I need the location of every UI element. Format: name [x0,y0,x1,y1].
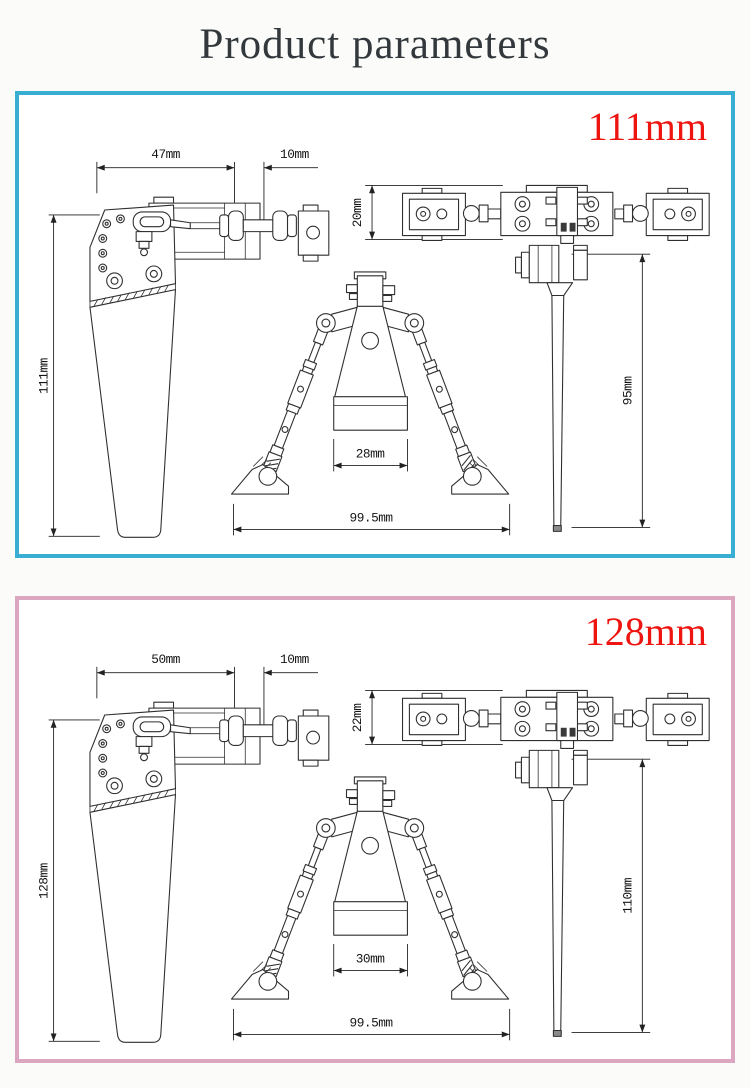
dim-clamp-height: 22mm [350,704,365,733]
dim-base-width: 99.5mm [350,1016,393,1031]
technical-drawing: 50mm 10mm 128mm 22mm 30mm 99.5mm 110mm [37,652,731,1059]
panel-variant-128mm: 128mm 50mm 10mm 128mm 22mm 30mm 99.5mm 1… [15,596,735,1063]
dim-base-width: 99.5mm [350,511,393,526]
dim-clamp-height: 20mm [350,199,365,228]
dim-overall-height: 128mm [37,863,52,899]
dim-top-offset: 10mm [280,652,309,667]
dim-top-width: 47mm [151,147,180,162]
size-label: 128mm [584,609,707,654]
size-label: 111mm [587,104,707,149]
dim-inner-width: 30mm [356,952,385,967]
dim-blade-length: 110mm [621,878,636,914]
technical-drawing: 47mm 10mm 111mm 20mm 28mm 99.5mm 95mm [37,147,731,554]
dim-overall-height: 111mm [37,358,52,394]
panel-variant-111mm: 111mm 47mm 10mm 111mm 20mm 28mm 99.5mm 9… [15,91,735,558]
dim-top-width: 50mm [151,652,180,667]
dim-blade-length: 95mm [621,376,636,405]
dim-inner-width: 28mm [356,447,385,462]
dim-top-offset: 10mm [280,147,309,162]
page-title: Product parameters [199,21,551,68]
